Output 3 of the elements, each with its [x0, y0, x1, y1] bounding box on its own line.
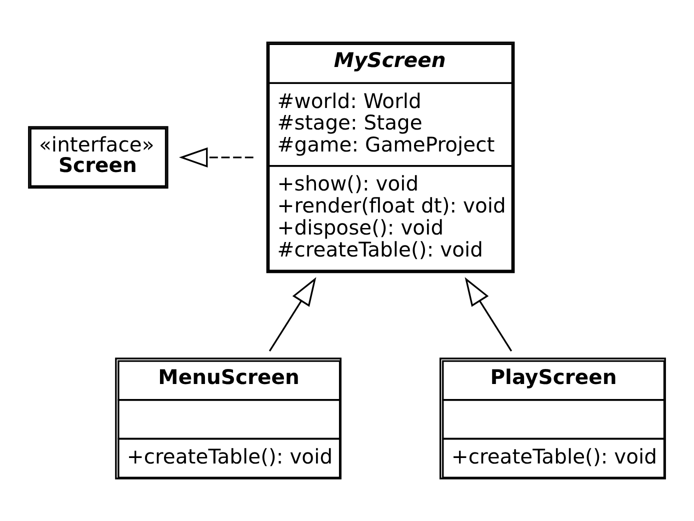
arrow [268, 277, 316, 352]
arrow [464, 277, 512, 352]
arrow [178, 147, 254, 168]
